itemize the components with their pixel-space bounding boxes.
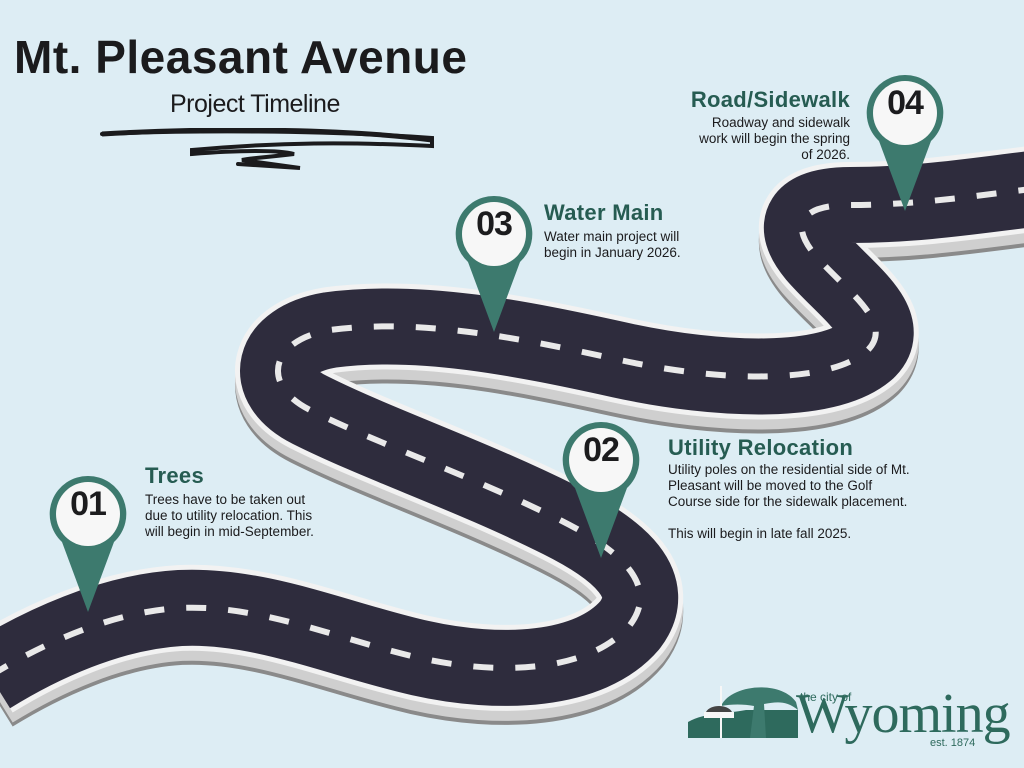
- description-line: This will begin in late fall 2025.: [668, 526, 852, 541]
- milestone-pin-02[interactable]: 02: [561, 420, 641, 560]
- milestone-pin-03[interactable]: 03: [454, 194, 534, 334]
- milestone-number: 04: [887, 84, 924, 122]
- page-subtitle: Project Timeline: [170, 90, 340, 118]
- description-line: work will begin the spring: [699, 131, 850, 146]
- map-pin-icon: [455, 195, 533, 332]
- stage-title-water-main: Water Main: [544, 200, 664, 225]
- stage-title-utility-relocation: Utility Relocation: [668, 435, 854, 460]
- description-line: of 2026.: [801, 147, 850, 162]
- brush-underline: [100, 128, 434, 170]
- map-pin-icon: [562, 421, 640, 558]
- description-line: Course side for the sidewalk placement.: [668, 494, 908, 509]
- stage-title-trees: Trees: [145, 463, 204, 488]
- description-spacer: [668, 510, 1008, 526]
- description-line: begin in January 2026.: [544, 245, 681, 260]
- stage-description-trees: Trees have to be taken out due to utilit…: [145, 492, 385, 540]
- description-line: due to utility relocation. This: [145, 508, 313, 523]
- map-pin-icon: [866, 74, 944, 212]
- stage-description-water-main: Water main project will begin in January…: [544, 229, 744, 261]
- milestone-number: 03: [476, 205, 513, 243]
- milestone-number: 01: [70, 485, 107, 523]
- description-line: Roadway and sidewalk: [711, 115, 850, 130]
- description-line: Utility poles on the residential side of…: [668, 462, 910, 477]
- description-line: Trees have to be taken out: [145, 492, 306, 507]
- page-title: Mt. Pleasant Avenue: [14, 31, 468, 83]
- logo-established: est. 1874: [930, 737, 976, 749]
- logo-city-name: Wyoming: [796, 683, 1011, 745]
- map-pin-icon: [49, 475, 127, 612]
- logo-prefix: the city of: [800, 690, 852, 704]
- stage-description-road-sidewalk: Roadway and sidewalk work will begin the…: [610, 115, 850, 163]
- milestone-pin-01[interactable]: 01: [48, 474, 128, 614]
- description-line: will begin in mid-September.: [145, 524, 314, 539]
- description-line: Water main project will: [544, 229, 680, 244]
- milestone-number: 02: [583, 431, 620, 469]
- milestone-pin-04[interactable]: 04: [865, 73, 945, 213]
- city-logo-emblem-icon: [688, 686, 798, 738]
- stage-description-utility-relocation: Utility poles on the residential side of…: [668, 462, 1008, 542]
- description-line: Pleasant will be moved to the Golf: [668, 478, 873, 493]
- stage-title-road-sidewalk: Road/Sidewalk: [690, 87, 850, 112]
